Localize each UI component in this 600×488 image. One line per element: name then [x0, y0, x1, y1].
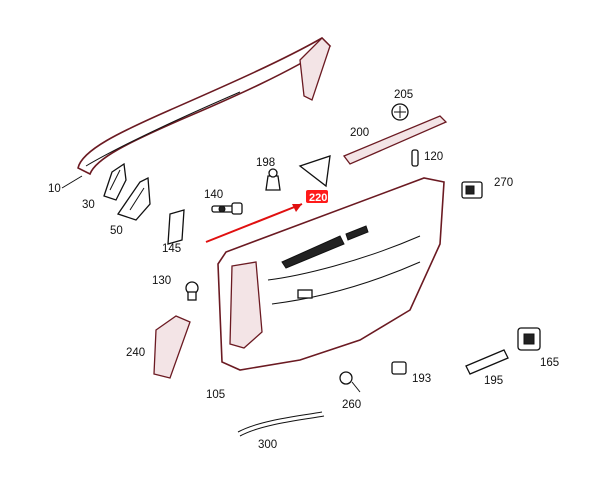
label-260: 260: [342, 399, 361, 411]
part-140-clip[interactable]: [211, 202, 243, 215]
part-30-bracket[interactable]: [103, 162, 127, 201]
label-195: 195: [484, 375, 503, 387]
part-145-cover-panel[interactable]: [167, 209, 185, 245]
part-130-clip[interactable]: [185, 281, 199, 301]
label-198: 198: [256, 157, 275, 169]
part-200-upper-trim[interactable]: [342, 115, 448, 165]
part-198-clip[interactable]: [265, 168, 281, 191]
part-193-clip[interactable]: [391, 361, 407, 375]
part-240-side-panel[interactable]: [153, 315, 191, 379]
label-50: 50: [110, 225, 123, 237]
part-220-mirror-triangle[interactable]: [298, 155, 331, 188]
label-120: 120: [424, 151, 443, 163]
label-30: 30: [82, 199, 95, 211]
label-165: 165: [540, 357, 559, 369]
part-300-badge[interactable]: [237, 411, 325, 437]
part-205-button[interactable]: [391, 103, 409, 121]
label-145: 145: [162, 243, 181, 255]
label-140: 140: [204, 189, 223, 201]
label-205: 205: [394, 89, 413, 101]
label-193: 193: [412, 373, 431, 385]
label-200: 200: [350, 127, 369, 139]
part-120-pin[interactable]: [411, 149, 419, 167]
part-260-screw[interactable]: [339, 371, 361, 393]
part-165-switch-housing[interactable]: [517, 327, 541, 351]
highlight-label-220: 220: [309, 192, 327, 204]
label-10: 10: [48, 183, 61, 195]
part-270-holder[interactable]: [461, 181, 483, 199]
part-50-corner-cover[interactable]: [116, 176, 151, 221]
highlight-arrow-head: [292, 204, 302, 212]
leader-10: [61, 175, 83, 189]
part-105-door-panel[interactable]: [217, 177, 445, 371]
part-10-window-trim[interactable]: [77, 37, 332, 176]
highlight-arrow-line: [205, 203, 303, 243]
label-105: 105: [206, 389, 225, 401]
label-130: 130: [152, 275, 171, 287]
highlight-box-220: [306, 190, 328, 203]
label-300: 300: [258, 439, 277, 451]
label-240: 240: [126, 347, 145, 359]
label-270: 270: [494, 177, 513, 189]
part-195-handle-cover[interactable]: [465, 349, 509, 375]
